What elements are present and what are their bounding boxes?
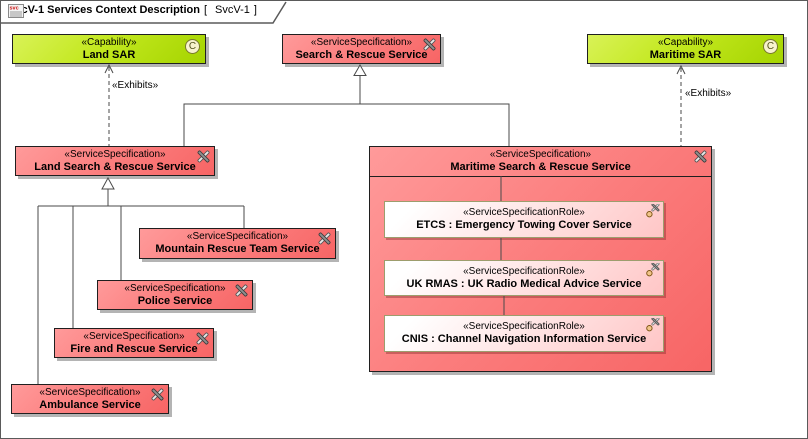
exhibits-dependency-land[interactable] (104, 63, 114, 146)
node-name: Police Service (137, 294, 213, 307)
tools-icon (150, 387, 165, 407)
node-fire-and-rescue-service[interactable]: «ServiceSpecification» Fire and Rescue S… (54, 328, 214, 358)
stereotype-label: «ServiceSpecification» (83, 330, 185, 342)
node-name: Maritime SAR (649, 48, 722, 61)
svg-text:svc: svc (10, 6, 19, 12)
node-name: Land SAR (82, 48, 136, 61)
diagram-title: SvcV-1 Services Context Description (8, 4, 200, 16)
capability-c-icon: C (185, 39, 200, 54)
diagram-frame-tab: SvcV-1 Services Context Description [ sv… (1, 1, 301, 25)
tools-icon (196, 149, 211, 169)
exhibits-label-left: «Exhibits» (112, 80, 159, 91)
stereotype-label: «ServiceSpecificationRole» (463, 265, 585, 277)
tools-icon (422, 37, 437, 57)
capability-c-icon: C (763, 39, 778, 54)
stereotype-label: «Capability» (657, 36, 714, 48)
node-maritime-sar[interactable]: C «Capability» Maritime SAR (587, 34, 784, 64)
generalization-maritime-srs-to-srs[interactable] (360, 103, 510, 146)
diagram-ref: SvcV-1 (215, 4, 250, 16)
stereotype-label: «ServiceSpecification» (186, 231, 289, 242)
node-search-rescue-service[interactable]: «ServiceSpecification» Search & Rescue S… (282, 34, 441, 64)
node-uk-rmas-role[interactable]: «ServiceSpecificationRole» UK RMAS : UK … (384, 260, 664, 296)
node-name: Fire and Rescue Service (70, 342, 198, 355)
node-name: Ambulance Service (39, 398, 141, 411)
role-tools-ball-icon (646, 317, 660, 337)
node-name: Maritime Search & Rescue Service (450, 161, 631, 173)
stereotype-label: «ServiceSpecification» (489, 149, 592, 160)
tools-icon (693, 149, 708, 169)
node-police-service[interactable]: «ServiceSpecification» Police Service (97, 280, 253, 310)
stereotype-label: «ServiceSpecificationRole» (463, 207, 585, 218)
stereotype-label: «Capability» (81, 36, 137, 48)
node-name: Land Search & Rescue Service (34, 160, 196, 173)
exhibits-dependency-maritime[interactable] (676, 64, 686, 146)
tools-icon (317, 231, 332, 251)
stereotype-label: «ServiceSpecification» (39, 386, 141, 398)
node-name: CNIS : Channel Navigation Information Se… (401, 333, 647, 345)
bracket-close: ] (253, 4, 257, 16)
node-etcs-role[interactable]: «ServiceSpecificationRole» ETCS : Emerge… (384, 201, 664, 238)
exhibits-label-right: «Exhibits» (685, 88, 732, 99)
node-name: ETCS : Emergency Towing Cover Service (416, 219, 632, 231)
node-ambulance-service[interactable]: «ServiceSpecification» Ambulance Service (11, 384, 169, 414)
node-land-sar[interactable]: C «Capability» Land SAR (12, 34, 206, 64)
frame-tab-outline (1, 1, 287, 24)
role-tools-ball-icon (646, 262, 660, 282)
bracket-open: [ (203, 4, 208, 16)
stereotype-label: «ServiceSpecification» (310, 36, 413, 48)
node-name: Search & Rescue Service (295, 48, 428, 61)
generalization-land-srs-to-srs[interactable] (183, 63, 367, 146)
container-header: «ServiceSpecification» Maritime Search &… (370, 147, 711, 177)
node-cnis-role[interactable]: «ServiceSpecificationRole» CNIS : Channe… (384, 315, 664, 352)
stereotype-label: «ServiceSpecification» (124, 282, 226, 294)
node-mountain-rescue-team-service[interactable]: «ServiceSpecification» Mountain Rescue T… (139, 228, 336, 259)
tools-icon (195, 331, 210, 351)
stereotype-label: «ServiceSpecification» (64, 148, 166, 160)
node-name: UK RMAS : UK Radio Medical Advice Servic… (406, 277, 642, 290)
node-name: Mountain Rescue Team Service (155, 243, 320, 255)
role-tools-ball-icon (646, 203, 660, 223)
tools-icon (234, 283, 249, 303)
stereotype-label: «ServiceSpecificationRole» (463, 321, 585, 332)
node-land-search-rescue-service[interactable]: «ServiceSpecification» Land Search & Res… (15, 146, 215, 176)
